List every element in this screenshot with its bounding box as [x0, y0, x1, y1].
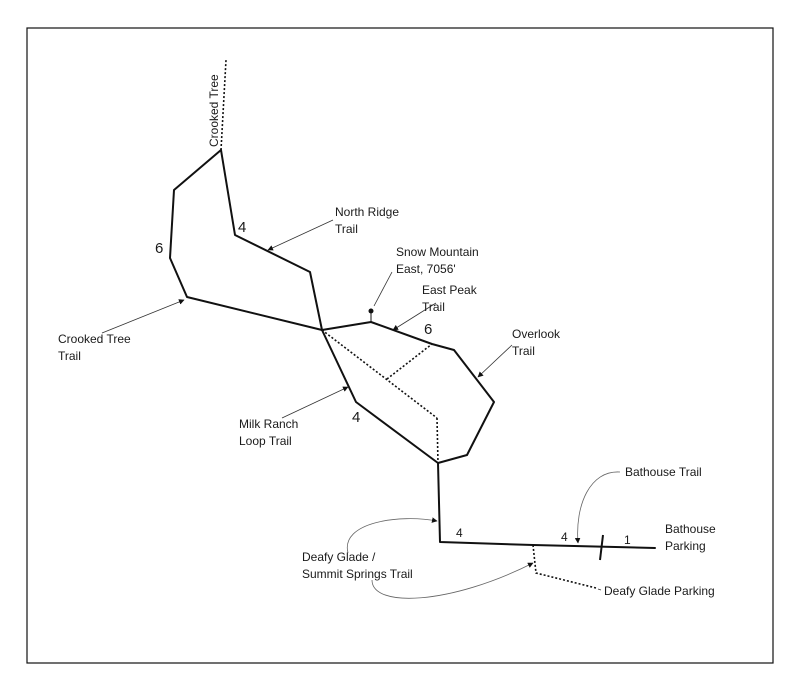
label-snow-mountain: Snow Mountain East, 7056'	[396, 245, 482, 276]
label-milk-ranch-line2: Loop Trail	[239, 434, 292, 448]
label-overlook-line1: Overlook	[512, 327, 561, 341]
label-bathouse-parking-line1: Bathouse	[665, 522, 716, 536]
label-crooked-tree-top: Crooked Tree	[207, 74, 221, 147]
snow-mountain-leader	[373, 271, 393, 307]
label-north-ridge-line1: North Ridge	[335, 205, 399, 219]
distance-bathouse-parking: 1	[624, 533, 631, 547]
distance-milk-ranch: 4	[352, 409, 360, 426]
distance-north-ridge: 4	[238, 219, 246, 236]
label-bathouse-trail: Bathouse Trail	[625, 465, 702, 479]
east-peak-leader	[392, 302, 437, 331]
inner-cross-dotted	[386, 343, 433, 380]
label-crooked-tree-trail: Crooked Tree Trail	[58, 332, 134, 363]
deafy-glade-leader-upper	[346, 517, 438, 554]
label-milk-ranch-loop-trail: Milk Ranch Loop Trail	[239, 417, 302, 448]
milk-ranch-loop-line	[321, 329, 439, 464]
label-bathouse-parking: Bathouse Parking	[665, 522, 719, 553]
north-ridge-trail-line	[220, 149, 323, 331]
deafy-glade-spur-dotted	[532, 544, 597, 589]
milk-ranch-inner-dotted	[321, 329, 438, 419]
deafy-glade-leader-lower	[371, 562, 534, 599]
label-snow-mountain-line1: Snow Mountain	[396, 245, 479, 259]
inner-vertical-dotted	[436, 417, 439, 464]
label-deafy-glade-summit-springs: Deafy Glade / Summit Springs Trail	[302, 550, 413, 581]
label-crooked-tree-line1: Crooked Tree	[58, 332, 131, 346]
distance-bathouse-trail: 4	[561, 530, 568, 544]
label-north-ridge-line2: Trail	[335, 222, 358, 236]
distance-east-peak: 6	[424, 321, 432, 338]
snow-mountain-summit-marker	[368, 308, 374, 314]
label-deafy-glade-parking: Deafy Glade Parking	[604, 584, 715, 598]
distance-crooked-tree-loop: 6	[155, 240, 163, 257]
label-crooked-tree-line2: Trail	[58, 349, 81, 363]
label-east-peak-line2: Trail	[422, 300, 445, 314]
distance-connector: 4	[456, 526, 463, 540]
label-deafy-glade-line1: Deafy Glade /	[302, 550, 376, 564]
bathouse-trail-leader	[574, 471, 621, 544]
label-east-peak-trail: East Peak Trail	[422, 283, 480, 314]
deafy-glade-parking-leader	[597, 588, 602, 591]
label-east-peak-line1: East Peak	[422, 283, 478, 297]
overlook-leader	[477, 344, 513, 378]
crooked-tree-leader	[101, 299, 185, 334]
label-north-ridge-trail: North Ridge Trail	[335, 205, 402, 236]
milk-ranch-leader	[281, 386, 349, 419]
connector-trail-line	[437, 462, 656, 549]
north-ridge-leader	[267, 219, 334, 251]
trail-tick-mark	[599, 534, 604, 561]
label-bathouse-parking-line2: Parking	[665, 539, 706, 553]
label-milk-ranch-line1: Milk Ranch	[239, 417, 298, 431]
label-snow-mountain-line2: East, 7056'	[396, 262, 456, 276]
crooked-tree-spur-dotted	[220, 59, 227, 151]
map-border	[26, 27, 774, 664]
label-overlook-trail: Overlook Trail	[512, 327, 563, 358]
label-deafy-glade-line2: Summit Springs Trail	[302, 567, 413, 581]
crooked-tree-loop-trail	[169, 149, 323, 331]
label-overlook-line2: Trail	[512, 344, 535, 358]
